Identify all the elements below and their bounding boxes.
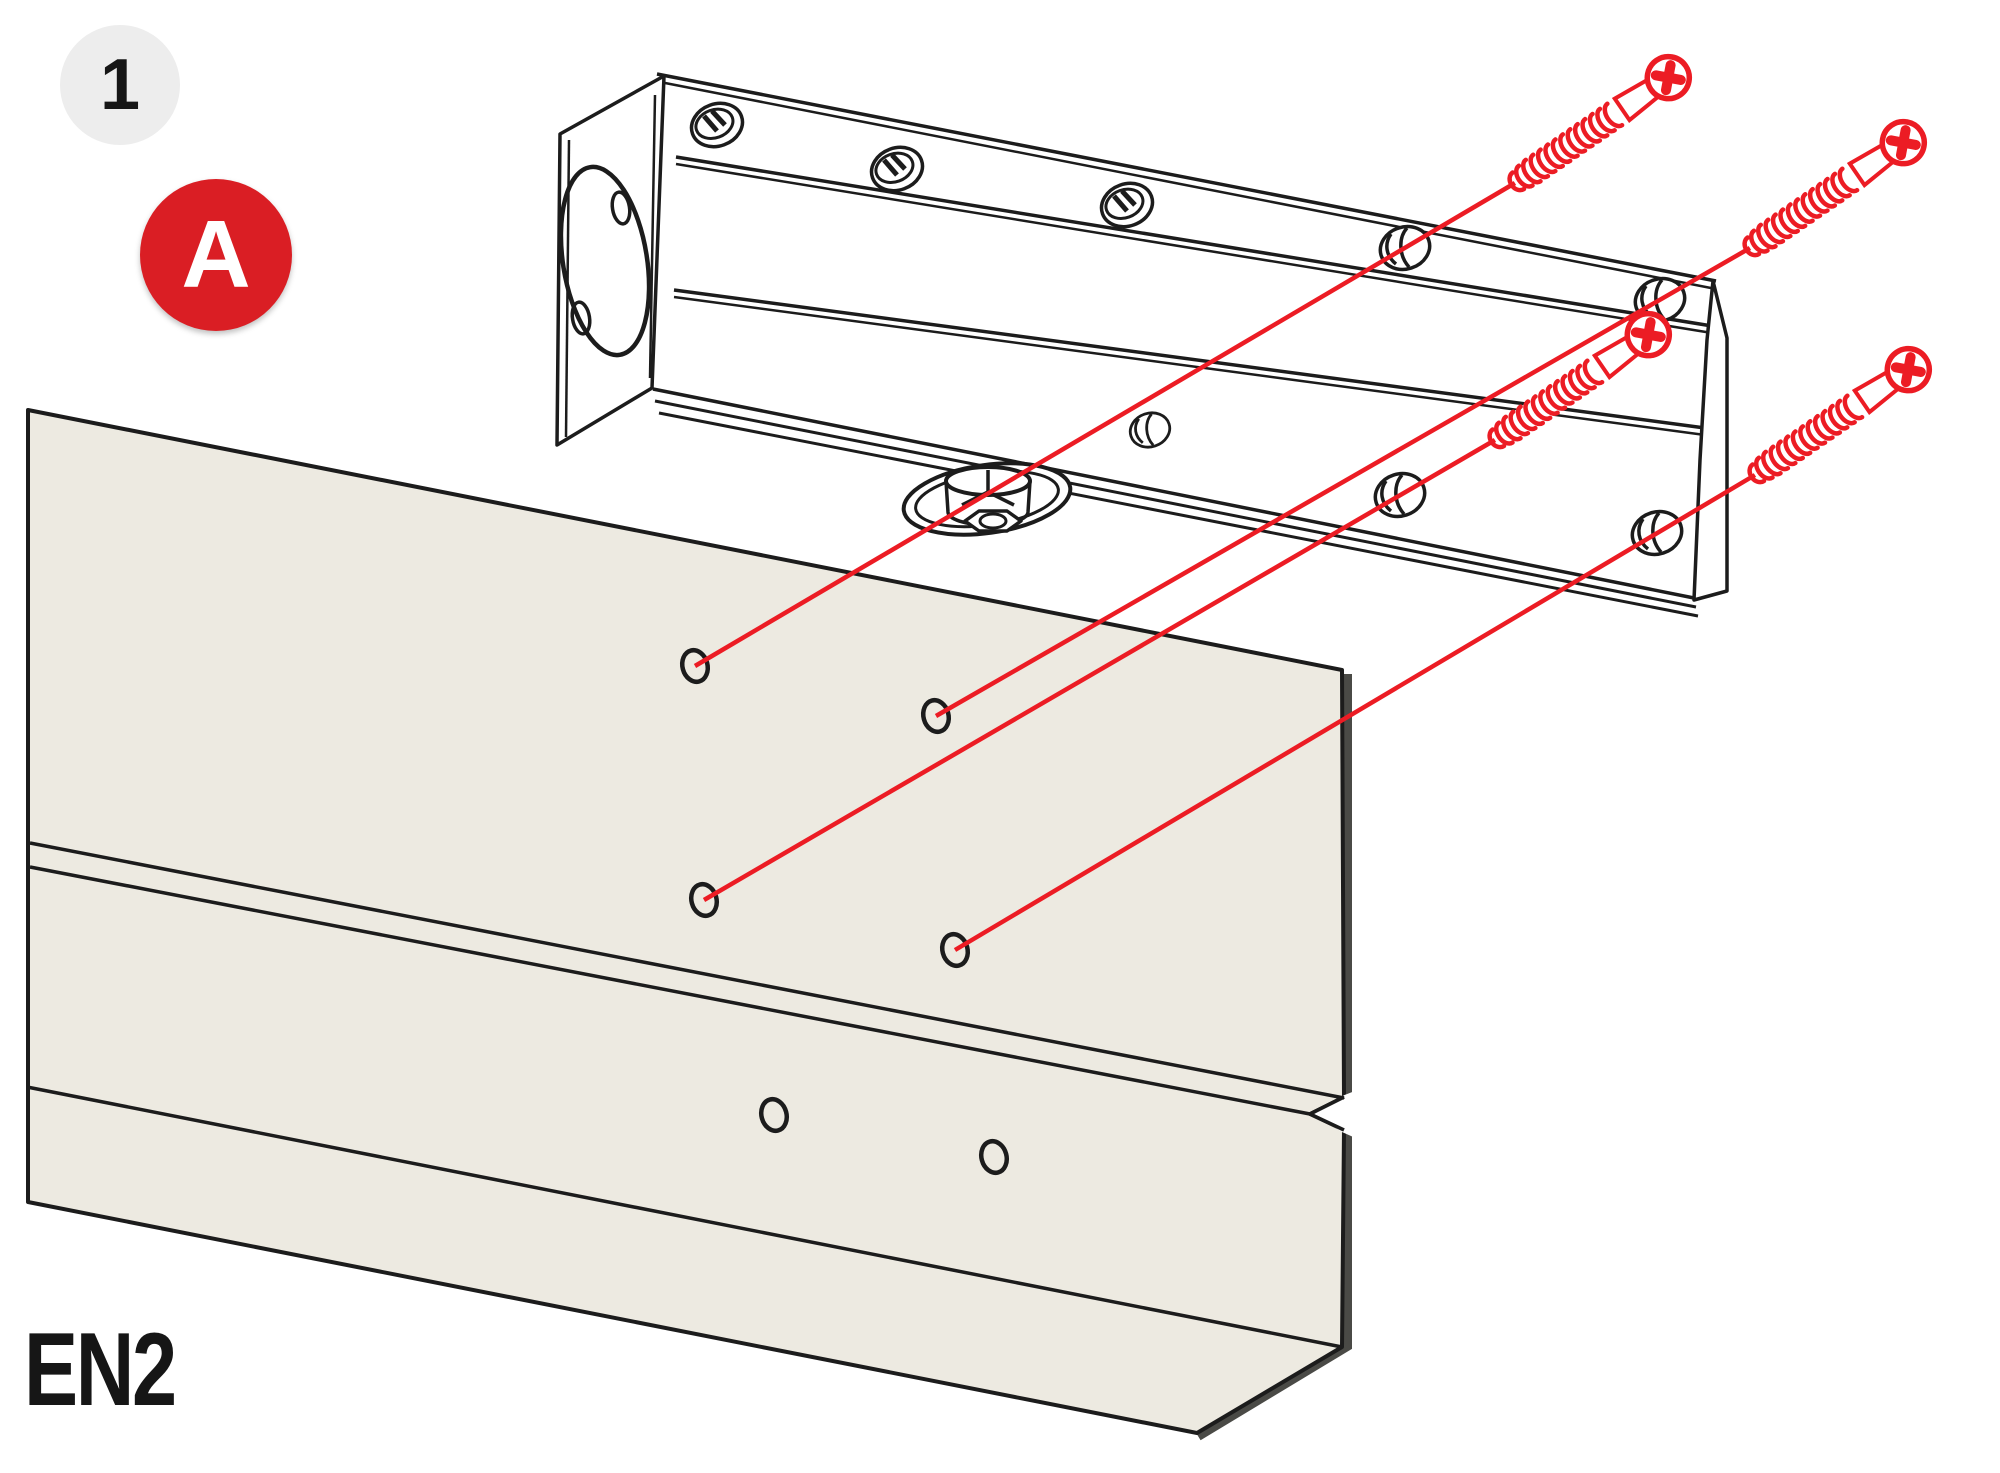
en-rating-label: EN2	[24, 1312, 177, 1428]
leader-line	[693, 181, 1517, 668]
groove-line-upper	[29, 841, 1345, 1100]
groove-notch-edges	[1305, 1095, 1345, 1132]
mounting-screw	[1735, 113, 1933, 267]
door-face	[26, 408, 1346, 1435]
closer-right-end	[1692, 279, 1729, 602]
door-closer-body	[555, 72, 1729, 618]
panel-joint-line	[26, 1085, 1343, 1349]
groove-line-lower	[29, 865, 1311, 1116]
variant-letter: A	[181, 201, 251, 308]
variant-badge: A	[140, 179, 292, 331]
leader-line	[953, 473, 1757, 952]
leader-lines	[693, 181, 1757, 952]
door-edge-face	[1195, 674, 1352, 1441]
mounting-screw	[1500, 48, 1698, 202]
step-number: 1	[99, 45, 141, 125]
step-number-badge: 1	[60, 25, 180, 145]
mounting-screw	[1740, 340, 1938, 494]
leader-line	[934, 246, 1752, 718]
groove-notch	[1314, 1089, 1360, 1140]
leader-line	[702, 438, 1497, 902]
end-hole	[610, 190, 632, 226]
end-boss	[558, 164, 652, 358]
closer-left-end	[555, 74, 666, 447]
end-hole	[570, 300, 592, 336]
door-panel	[26, 408, 1360, 1441]
